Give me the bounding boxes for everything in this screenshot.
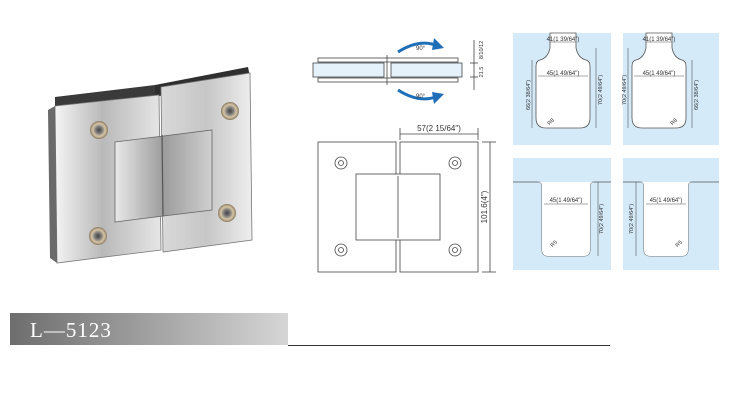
cutout-notch	[631, 32, 687, 129]
cutout-inner-width: 45(1 49/64")	[643, 71, 676, 77]
screw-icon	[89, 227, 107, 245]
front-width-dim: 57(2 15/64")	[417, 124, 461, 133]
screw-hole-icon	[338, 247, 344, 253]
screw-hole-icon	[334, 243, 348, 257]
hinge-block-seam	[161, 134, 164, 217]
side-glass-thickness: 8/10/12	[479, 41, 485, 59]
cutout-detail-2: 41(1 39/64") 45(1 49/64") 70(2 49/64") 6…	[622, 32, 719, 145]
screw-hole-icon	[448, 156, 462, 170]
side-height-dim: 21.5	[479, 67, 485, 78]
model-label-bar	[10, 313, 288, 345]
cutout-height-right: 66(2 38/64")	[694, 80, 700, 110]
hinge-center-block	[114, 129, 213, 223]
side-angle-bottom: 90°	[416, 94, 426, 100]
cutout-top-width: 41(1 39/64")	[547, 37, 580, 43]
cutout-inner-width: 45(1 49/64")	[547, 71, 580, 77]
front-height-dim: 101.6(4")	[480, 190, 489, 223]
side-angle-top: 90°	[416, 46, 426, 52]
screw-hole-icon	[338, 160, 344, 166]
screw-icon	[218, 204, 236, 222]
cutout-height-right: 70(2 49/64")	[598, 75, 604, 105]
side-plate-top	[317, 57, 459, 63]
rotate-arrow-bottom-head-icon	[432, 92, 444, 104]
cutout-radius: R5	[550, 240, 559, 249]
cutout-detail-1: 41(1 39/64") 45(1 49/64") 66(2 38/64") 7…	[513, 32, 611, 145]
screw-hole-icon	[452, 247, 458, 253]
cutout-radius: R8	[547, 118, 556, 127]
screw-icon	[90, 121, 108, 139]
rotate-arrow-top-head-icon	[432, 38, 444, 50]
model-underline	[288, 345, 610, 346]
screw-hole-icon	[452, 160, 458, 166]
screw-hole-icon	[448, 243, 462, 257]
side-view-diagram	[312, 40, 478, 90]
cutout-notch	[535, 32, 591, 129]
cutout-height: 70(2 49/64")	[599, 204, 605, 234]
model-code: L—5123	[30, 318, 112, 342]
side-glass-right	[390, 62, 463, 78]
hinge-leaf-left-edge	[48, 106, 57, 263]
cutout-height: 70(2 49/64")	[629, 204, 635, 234]
cutout-radius: R5	[675, 240, 684, 249]
cutout-inner-width: 45(1 49/64")	[550, 198, 583, 204]
side-plate-bottom	[317, 77, 459, 83]
hinge-photo	[48, 67, 253, 264]
front-view-diagram	[317, 128, 496, 273]
hinge-back-plate-left	[55, 85, 155, 107]
cutout-height-left: 66(2 38/64")	[526, 80, 532, 110]
cutout-notch	[538, 182, 594, 256]
cutout-detail-4: 45(1 49/64") 70(2 49/64") R5	[623, 158, 719, 270]
screw-hole-icon	[334, 156, 348, 170]
cutout-radius: R8	[670, 118, 679, 127]
cutout-detail-3: 45(1 49/64") 70(2 49/64") R5	[513, 158, 611, 270]
cutout-height-left: 70(2 49/64")	[622, 75, 628, 105]
cutout-notch	[640, 182, 692, 256]
screw-icon	[221, 102, 239, 120]
cutout-inner-width: 45(1 49/64")	[650, 198, 683, 204]
side-glass-left	[312, 62, 385, 78]
cutout-top-width: 41(1 39/64")	[643, 37, 676, 43]
